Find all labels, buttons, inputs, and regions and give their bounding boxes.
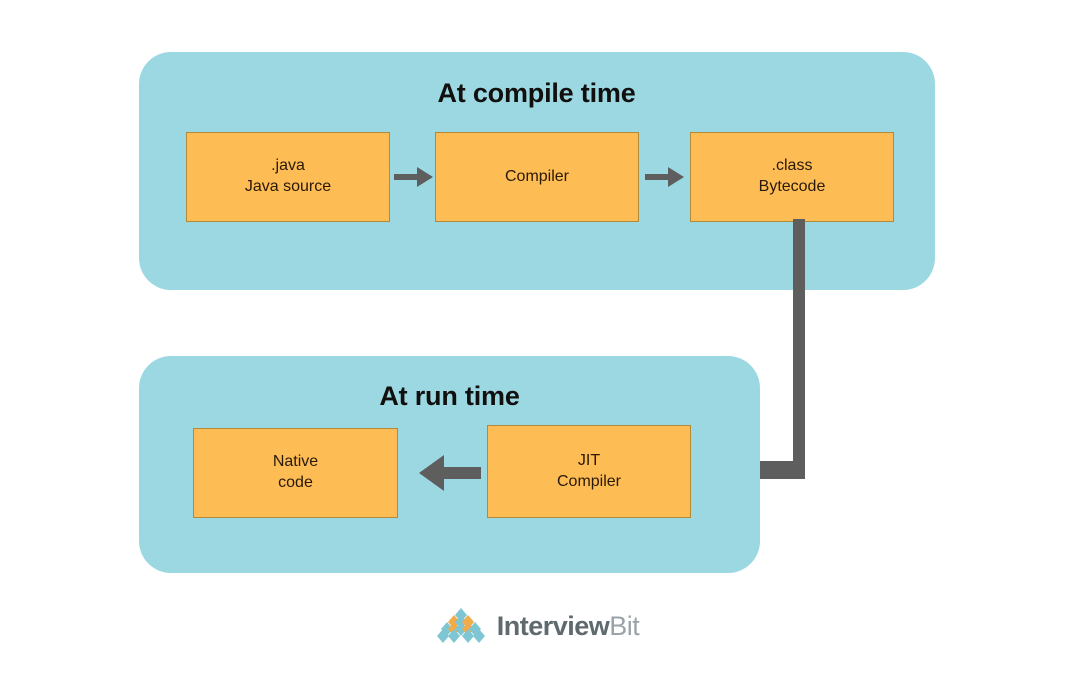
interviewbit-wordmark: InterviewBit [497, 611, 640, 642]
node-native-code-line1: Native [272, 453, 319, 471]
node-class-bytecode-line2: Bytecode [758, 178, 826, 195]
arrow-right-icon-java-to-compiler [394, 167, 433, 187]
node-java-source-line2: Java source [244, 178, 332, 195]
node-jit-compiler: JIT Compiler [487, 425, 691, 518]
node-native-code: Native code [193, 428, 398, 518]
node-class-bytecode: .class Bytecode [690, 132, 894, 222]
node-jit-compiler-line1: JIT [577, 451, 601, 469]
node-class-bytecode-line1: .class [771, 157, 813, 175]
node-compiler: Compiler [435, 132, 639, 222]
node-java-source: .java Java source [186, 132, 390, 222]
arrow-right-icon-compiler-to-class [645, 167, 684, 187]
run-time-title: At run time [379, 381, 520, 411]
brand-word-interview: Interview [496, 610, 610, 641]
interviewbit-logo: InterviewBit [0, 607, 1073, 645]
node-java-source-line1: .java [271, 157, 305, 175]
interviewbit-diamond-logo-icon [436, 608, 485, 643]
arrow-elbow-icon-class-to-jit [704, 219, 805, 492]
arrow-left-icon-jit-to-native [419, 455, 481, 491]
node-native-code-line2: code [278, 474, 313, 491]
node-compiler-label: Compiler [504, 167, 569, 185]
node-jit-compiler-line2: Compiler [556, 472, 621, 490]
brand-word-bit: Bit [609, 610, 640, 641]
compile-time-title: At compile time [437, 78, 636, 108]
